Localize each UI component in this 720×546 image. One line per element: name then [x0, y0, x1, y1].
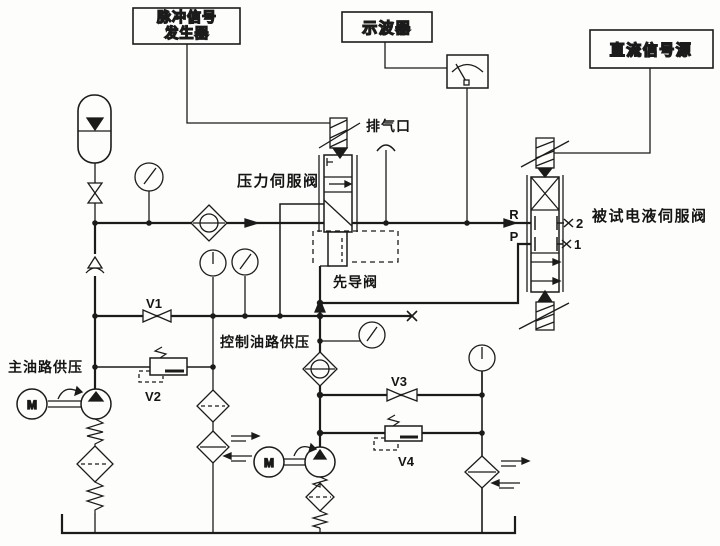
- meter-scale-arc: [451, 63, 484, 73]
- v3-label: V3: [391, 374, 407, 389]
- pipes-thin: [94, 150, 483, 533]
- pressure-servo-valve: [312, 117, 399, 313]
- rotation-arrow: [57, 388, 78, 400]
- tested-servo-valve: [503, 137, 574, 331]
- valve-drain-pipe: [279, 203, 324, 316]
- gauge-control-1: [199, 249, 227, 277]
- valve-v2: [138, 346, 188, 383]
- panel-meter: [446, 54, 489, 89]
- text-labels: 排气口 压力伺服阀 先导阀 被试电液伺服阀 主油路供压 控制油路供压 V1 V2…: [8, 118, 708, 469]
- v2-label: V2: [145, 389, 161, 404]
- gauge-pilot-supply: [358, 321, 386, 349]
- suction-filter-left: [76, 445, 114, 483]
- valve-v4: [373, 414, 423, 451]
- valve-ports: [534, 216, 574, 251]
- accumulator: [77, 94, 112, 223]
- capped-port-2-x: [563, 218, 574, 228]
- oscilloscope-label: 示波器: [362, 19, 412, 37]
- meter-pivot: [463, 79, 470, 86]
- isolator-valve-lower: [86, 191, 104, 204]
- flow-arrow-r: [503, 218, 519, 228]
- torque-motor-dut-bottom: [518, 301, 570, 331]
- motor-pump-main: M: [16, 385, 112, 420]
- dc-signal-source-box: 直流信号源: [589, 29, 714, 69]
- device-under-test-label: 被试电液伺服阀: [592, 207, 708, 225]
- flow-arrow-supply: [244, 218, 261, 228]
- exhaust-port-arc: [376, 144, 396, 152]
- pump-flow-triangle: [87, 390, 105, 402]
- gauge-return: [468, 344, 496, 372]
- gauge-stems-mid: [212, 276, 246, 316]
- isolator-valve-upper: [86, 182, 104, 195]
- valve-v1: [142, 309, 172, 323]
- plugged-port-x: [406, 310, 418, 322]
- pilot-stage: [312, 230, 399, 267]
- v1-label: V1: [146, 296, 162, 311]
- check-valve: [85, 254, 105, 276]
- motor-right-label: M: [264, 456, 274, 470]
- tank-line: [60, 514, 517, 535]
- crossed-position: [530, 176, 560, 211]
- main-oil-supply-label: 主油路供压: [8, 359, 83, 375]
- port-2-label: 2: [576, 216, 583, 231]
- return-filter-middle: [196, 389, 230, 423]
- pump-flow-triangle-2: [312, 448, 328, 460]
- pulse-generator-box: 脉冲信号 发生器: [132, 7, 241, 45]
- suction-springs: [84, 418, 330, 529]
- port-r-label: R: [509, 207, 519, 222]
- cooler-right: [464, 455, 531, 489]
- supply-filter: [190, 204, 261, 242]
- accumulator-gas-triangle: [85, 117, 105, 132]
- tank-drop-pipes: [94, 513, 321, 533]
- exhaust-port-label: 排气口: [366, 118, 411, 134]
- pulse-generator-label-line1: 脉冲信号: [156, 9, 217, 25]
- signal-wires: [186, 42, 651, 221]
- gauge-supply: [134, 162, 164, 192]
- gauge-control-2: [231, 248, 259, 276]
- valve-v3: [386, 388, 418, 402]
- capped-port-1-x: [561, 239, 572, 249]
- pressure-gauges: [134, 162, 496, 372]
- valve-seat-triangle: [331, 147, 349, 160]
- pressure-servo-valve-label: 压力伺服阀: [237, 172, 320, 190]
- port-p-label: P: [510, 229, 519, 244]
- motor-pump-control: M: [253, 442, 336, 478]
- pilot-valve-label: 先导阀: [333, 274, 378, 290]
- motor-left-label: M: [27, 398, 37, 412]
- cooler-middle: [196, 430, 261, 464]
- control-oil-supply-label: 控制油路供压: [220, 334, 310, 350]
- suction-filter-control: [305, 482, 335, 512]
- junction-dots: [92, 220, 485, 437]
- v4-label: V4: [398, 454, 415, 469]
- pulse-generator-label-line2: 发生器: [164, 25, 210, 41]
- rotation-arrow-2: [293, 445, 312, 457]
- control-filter: [302, 351, 338, 387]
- port-1-label: 1: [574, 237, 581, 252]
- dc-signal-source-label: 直流信号源: [610, 41, 693, 59]
- oscilloscope-box: 示波器: [341, 11, 433, 43]
